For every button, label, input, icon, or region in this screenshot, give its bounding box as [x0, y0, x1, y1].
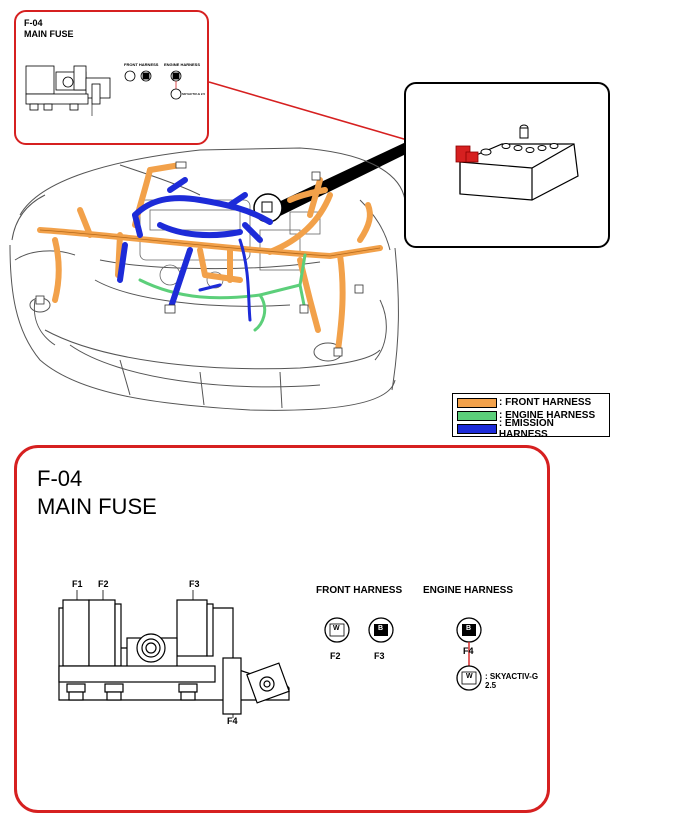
engine-harness-label: ENGINE HARNESS	[423, 585, 514, 596]
main-fuse-block-drawing	[58, 590, 290, 718]
front-harness-label: FRONT HARNESS	[316, 585, 403, 596]
main-fuse-panel: F-04 MAIN FUSE	[14, 445, 550, 813]
inset-engine-harness-label: ENGINE HARNESS	[164, 62, 201, 67]
front-connector-b-fuse: F3	[374, 651, 385, 661]
harness-legend: : FRONT HARNESS : ENGINE HARNESS : EMISS…	[452, 393, 610, 440]
engine-harness-swatch	[457, 410, 497, 421]
fuse-label-f2: F2	[98, 579, 109, 589]
main-fuse-inset: F-04 MAIN FUSE FRONT HARNESS ENGINE HARN…	[14, 10, 209, 145]
panel-title: MAIN FUSE	[37, 494, 157, 519]
fuse-label-f3: F3	[189, 579, 200, 589]
inset-code: F-04	[24, 18, 43, 28]
battery-callout	[404, 82, 610, 248]
front-harness-connector-w	[324, 617, 350, 643]
fuse-label-f4: F4	[227, 716, 238, 726]
front-connector-w-letter: W	[333, 625, 340, 632]
panel-code: F-04	[37, 466, 83, 491]
legend-label-emission: : EMISSION HARNESS	[498, 417, 554, 440]
front-harness-swatch	[457, 397, 497, 408]
inset-fuse-drawing	[25, 65, 111, 116]
battery-illustration	[455, 124, 579, 201]
front-connector-b-letter: B	[378, 625, 384, 632]
skyactiv-note: : SKYACTIV-G 2.5	[485, 672, 539, 690]
engine-connector-b-letter: B	[466, 625, 472, 632]
legend-row-engine: : ENGINE HARNESS	[457, 409, 605, 422]
inset-connectors	[124, 70, 182, 100]
front-connector-w-fuse: F2	[330, 651, 341, 661]
emission-harness-swatch	[457, 423, 497, 434]
inset-skyactiv-label: SKYACTIV-G 2.5	[182, 92, 206, 96]
engine-harness-connectors	[456, 617, 482, 691]
inset-title: MAIN FUSE	[24, 29, 74, 39]
engine-connector-w-letter: W	[466, 673, 473, 680]
front-harness-connector-b	[368, 617, 394, 643]
legend-row-front: : FRONT HARNESS	[457, 396, 605, 409]
legend-label-engine: : ENGINE HARNESS	[499, 410, 596, 421]
fuse-label-f1: F1	[72, 579, 83, 589]
engine-connector-b-fuse: F4	[463, 646, 474, 656]
legend-label-front: : FRONT HARNESS	[499, 397, 592, 408]
inset-front-harness-label: FRONT HARNESS	[124, 62, 159, 67]
legend-row-emission: : EMISSION HARNESS	[457, 418, 605, 440]
